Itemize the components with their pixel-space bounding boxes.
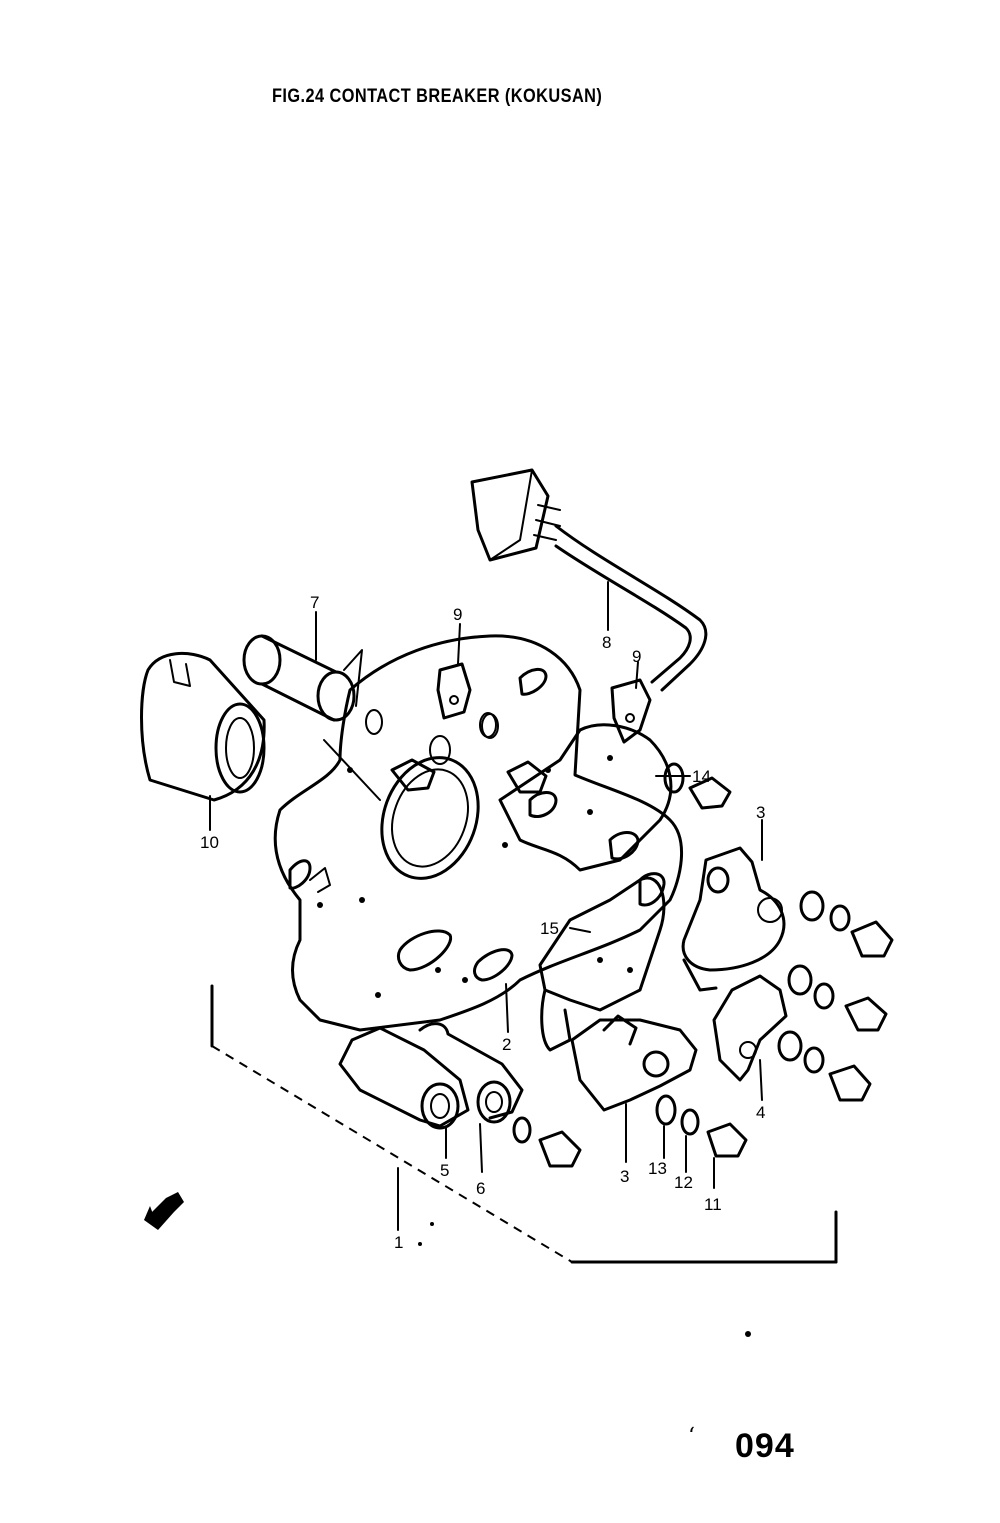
callout-15: 15 [540,919,559,938]
breaker-plate-upper [498,723,673,872]
assembly-bracket [210,984,838,1337]
callout-2: 2 [502,1035,511,1054]
callout-11: 11 [704,1195,722,1214]
base-plate [273,634,684,1032]
callout-7: 7 [310,593,319,612]
connector-block [470,468,561,562]
contact-assembly [712,974,788,1082]
wire-clamp-left [436,662,472,720]
front-arrow-icon [144,1192,184,1230]
cam-sleeve [140,651,266,802]
callout-1: 1 [394,1233,403,1252]
callout-labels: 7 9 8 9 10 14 3 15 2 4 5 6 3 13 12 11 1 [200,593,765,1252]
callout-9-right: 9 [632,647,641,666]
screws-and-washers [365,709,894,1168]
breaker-plate-lower [538,872,666,1052]
contact-point-set-upper [681,846,786,992]
callout-3-lower: 3 [620,1167,629,1186]
callout-4: 4 [756,1103,765,1122]
contact-point-set-lower [570,1014,698,1112]
page-number: 094 [735,1427,795,1465]
callout-13: 13 [648,1159,667,1178]
condenser [242,634,363,722]
callout-10: 10 [200,833,219,852]
callout-14: 14 [692,767,711,786]
callout-5: 5 [440,1161,449,1180]
wire-harness [554,524,708,692]
page-mark: ‘ [688,1424,695,1449]
wire-clamp-right [610,678,652,744]
condenser-pair [338,1022,524,1130]
callout-8: 8 [602,633,611,652]
callout-9-left: 9 [453,605,462,624]
callout-12: 12 [674,1173,693,1192]
leader-lines [209,581,763,1189]
callout-3-upper: 3 [756,803,765,822]
figure-title: FIG.24 CONTACT BREAKER (KOKUSAN) [272,86,603,107]
callout-6: 6 [476,1179,485,1198]
